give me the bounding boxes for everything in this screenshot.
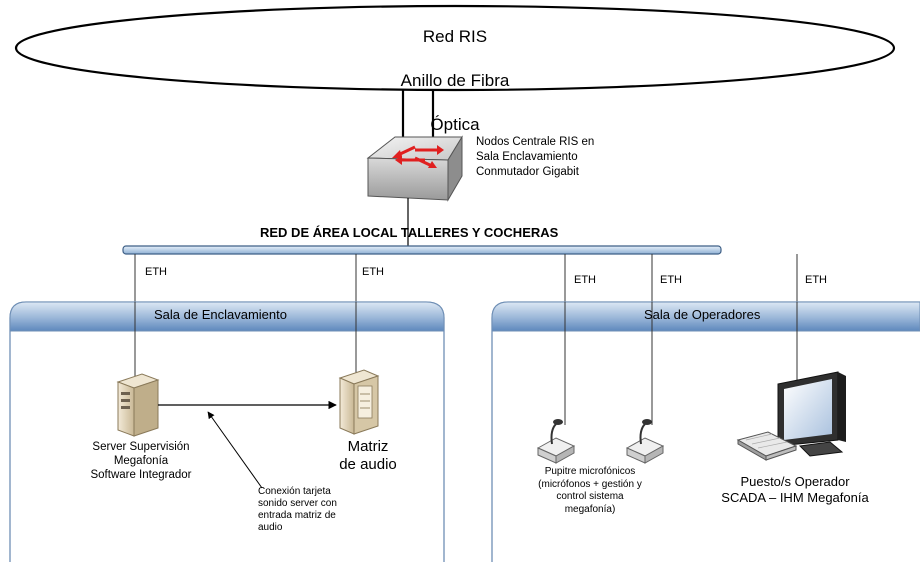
eth-label-pupitre-1: ETH bbox=[574, 274, 596, 286]
matrix-label-line-1: Matriz bbox=[347, 438, 389, 455]
switch-caption: Nodos Centrale RIS en Sala Enclavamiento… bbox=[476, 135, 636, 180]
eth-label-server: ETH bbox=[145, 266, 167, 278]
connection-note-line-1: Conexión tarjeta bbox=[258, 486, 331, 497]
server-tower-icon bbox=[116, 373, 160, 437]
pupitres-label-line-2: (micrófonos + gestión y bbox=[538, 478, 642, 490]
operator-workstation-icon bbox=[736, 371, 846, 461]
eth-label-operator: ETH bbox=[805, 274, 827, 286]
connection-note-line-2: sonido server con bbox=[258, 498, 337, 509]
eth-label-pupitre-2: ETH bbox=[660, 274, 682, 286]
switch-caption-line-1: Nodos Centrale RIS en bbox=[476, 136, 595, 148]
ring-line-2: Anillo de Fibra bbox=[400, 71, 510, 90]
eth-label-matrix: ETH bbox=[362, 266, 384, 278]
pupitres-label: Pupitre microfónicos (micrófonos + gesti… bbox=[510, 466, 670, 516]
server-label: Server Supervisión Megafonía Software In… bbox=[68, 440, 214, 482]
fiber-ring bbox=[14, 4, 896, 92]
connection-note-line-4: audio bbox=[258, 522, 283, 533]
room-operadores-title: Sala de Operadores bbox=[644, 307, 761, 322]
matrix-label-line-2: de audio bbox=[339, 456, 397, 473]
room-operadores-header bbox=[491, 301, 920, 332]
operator-label-line-1: Puesto/s Operador bbox=[740, 474, 850, 489]
operator-label: Puesto/s Operador SCADA – IHM Megafonía bbox=[705, 474, 885, 506]
lan-title: RED DE ÁREA LOCAL TALLERES Y COCHERAS bbox=[260, 225, 559, 240]
ring-label: Red RIS Anillo de Fibra Óptica bbox=[355, 4, 555, 136]
server-label-line-3: Software Integrador bbox=[90, 469, 192, 481]
matrix-label: Matriz de audio bbox=[318, 438, 418, 474]
ring-line-3: Óptica bbox=[430, 115, 480, 134]
server-label-line-2: Megafonía bbox=[113, 455, 169, 467]
microphone-desk-icon bbox=[536, 419, 576, 464]
gigabit-switch-icon bbox=[366, 135, 463, 202]
operator-label-line-2: SCADA – IHM Megafonía bbox=[721, 490, 869, 505]
room-enclavamiento-header bbox=[9, 301, 445, 332]
ring-line-1: Red RIS bbox=[422, 27, 488, 46]
audio-matrix-icon bbox=[338, 369, 380, 435]
lan-bus bbox=[122, 245, 722, 255]
switch-caption-line-2: Sala Enclavamiento bbox=[476, 151, 578, 163]
room-operadores-frame bbox=[491, 301, 920, 562]
pupitres-label-line-4: megafonía) bbox=[564, 503, 616, 515]
switch-arrows-icon bbox=[392, 145, 444, 168]
microphone-desk-icon bbox=[625, 419, 665, 464]
server-label-line-1: Server Supervisión bbox=[92, 441, 190, 453]
note-pointer bbox=[207, 411, 263, 489]
connection-note: Conexión tarjeta sonido server con entra… bbox=[258, 486, 388, 534]
switch-caption-line-3: Conmutador Gigabit bbox=[476, 166, 579, 178]
connection-note-line-3: entrada matriz de bbox=[258, 510, 336, 521]
pupitres-label-line-3: control sistema bbox=[556, 491, 624, 502]
room-enclavamiento-title: Sala de Enclavamiento bbox=[154, 307, 287, 322]
pupitres-label-line-1: Pupitre microfónicos bbox=[544, 466, 636, 477]
